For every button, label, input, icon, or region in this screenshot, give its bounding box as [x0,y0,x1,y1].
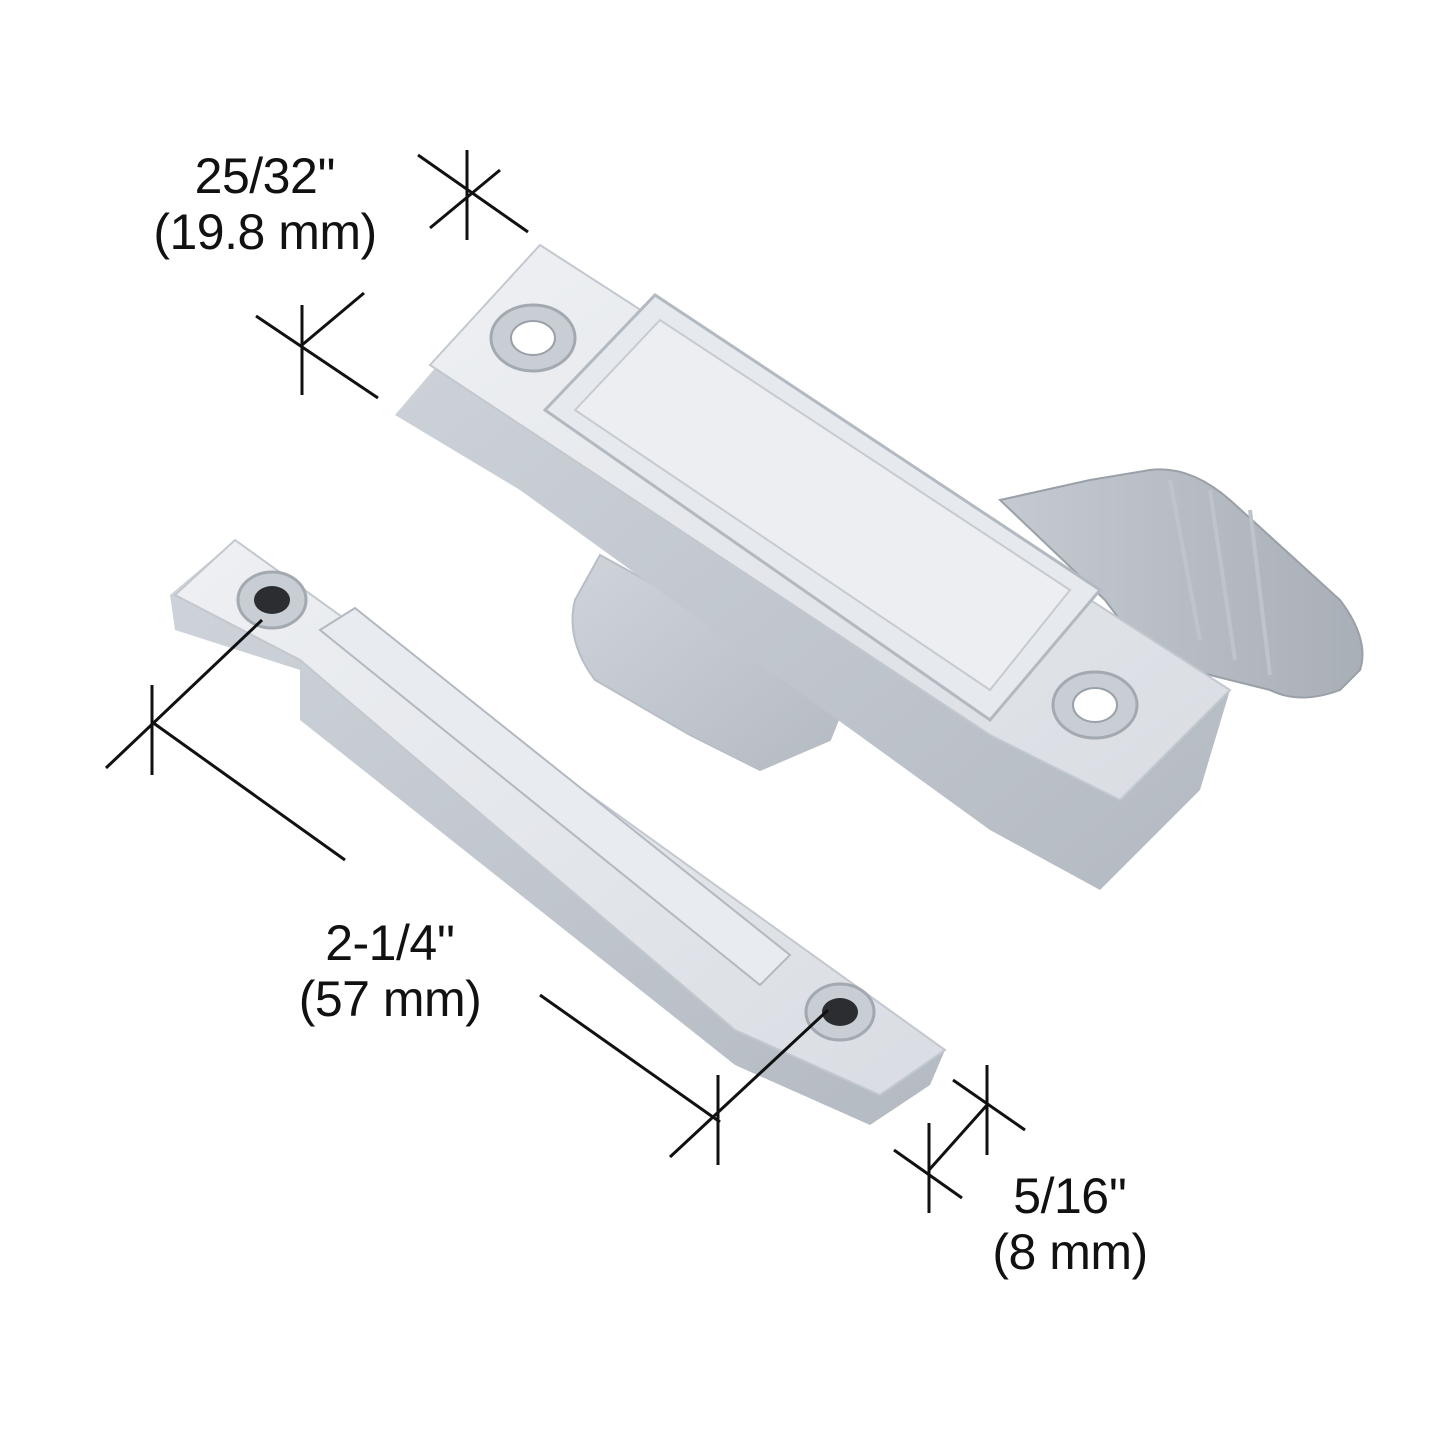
lock-cam [571,553,852,772]
dimension-metric: (19.8 mm) [153,204,377,260]
sash-lock [395,243,1364,890]
dimension-metric: (57 mm) [298,971,482,1027]
dimension-imperial: 5/16'' [1013,1168,1127,1224]
keeper-ridge [318,606,792,987]
screw-hole-icon [1051,670,1139,740]
dimension-imperial: 25/32'' [194,148,336,204]
lock-lever-handle [997,468,1364,699]
dimension-imperial: 2-1/4'' [325,915,455,971]
dimension-label-keeper-height: 5/16'' (8 mm) [960,1168,1180,1280]
screw-hole-icon [236,570,308,630]
dimension-lines [104,150,1026,1213]
dimension-metric: (8 mm) [992,1224,1148,1280]
dimension-label-hole-spacing: 2-1/4'' (57 mm) [260,915,520,1027]
screw-hole-icon [804,982,876,1042]
screw-hole-icon [489,303,577,373]
dimension-label-width: 25/32'' (19.8 mm) [110,148,420,260]
keeper [170,538,947,1125]
